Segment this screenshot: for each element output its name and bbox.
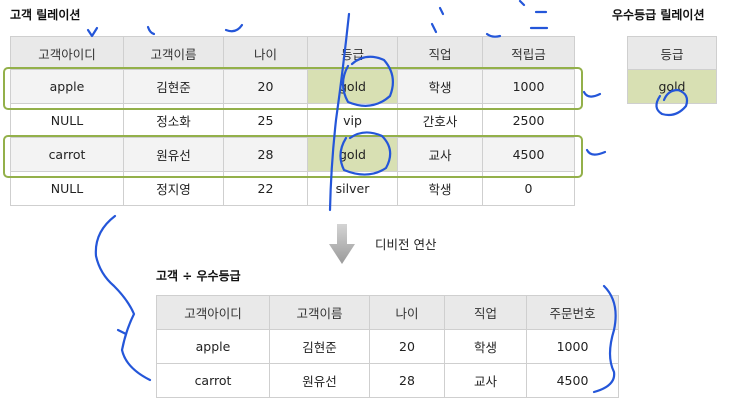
table-cell: 2500	[482, 103, 575, 138]
table-cell: 1000	[482, 69, 575, 104]
table-cell: 원유선	[123, 137, 224, 172]
grade-cell-highlighted: gold	[307, 69, 398, 104]
table-row: apple 김현준 20 gold 학생 1000	[10, 69, 575, 104]
column-header: 고객이름	[123, 36, 224, 70]
table-cell: 1000	[526, 329, 619, 364]
table-cell: 0	[482, 171, 575, 206]
table-cell: 학생	[444, 329, 527, 364]
table-cell: 원유선	[269, 363, 370, 398]
table-row: carrot 원유선 28 교사 4500	[156, 363, 619, 398]
table-cell: 22	[223, 171, 308, 206]
table-cell: 김현준	[123, 69, 224, 104]
column-header: 고객이름	[269, 295, 370, 330]
table-cell: 28	[369, 363, 445, 398]
table-cell: 25	[223, 103, 308, 138]
table-row: NULL 정소화 25 vip 간호사 2500	[10, 103, 575, 138]
table-cell: 정소화	[123, 103, 224, 138]
table-cell: 4500	[482, 137, 575, 172]
premium-relation-title: 우수등급 릴레이션	[612, 8, 705, 22]
column-header: 등급	[627, 36, 717, 70]
table-cell: 교사	[397, 137, 483, 172]
column-header: 나이	[369, 295, 445, 330]
table-cell: 간호사	[397, 103, 483, 138]
table-cell: silver	[307, 171, 398, 206]
column-header: 주문번호	[526, 295, 619, 330]
table-cell: 28	[223, 137, 308, 172]
table-cell: carrot	[156, 363, 270, 398]
column-header: 등급	[307, 36, 398, 70]
table-cell: NULL	[10, 103, 124, 138]
customer-relation-title: 고객 릴레이션	[10, 8, 81, 22]
table-cell: 20	[223, 69, 308, 104]
table-cell: 학생	[397, 171, 483, 206]
grade-cell-highlighted: gold	[627, 69, 717, 104]
column-header: 고객아이디	[10, 36, 124, 70]
table-cell: 학생	[397, 69, 483, 104]
table-cell: 20	[369, 329, 445, 364]
operation-label: 디비전 연산	[375, 237, 437, 252]
table-cell: apple	[156, 329, 270, 364]
column-header: 고객아이디	[156, 295, 270, 330]
premium-relation-table: 등급 gold	[627, 36, 717, 104]
table-cell: 정지영	[123, 171, 224, 206]
table-cell: 교사	[444, 363, 527, 398]
column-header: 적립금	[482, 36, 575, 70]
down-arrow-icon	[329, 224, 355, 264]
result-relation-title: 고객 ÷ 우수등급	[156, 269, 241, 283]
table-cell: NULL	[10, 171, 124, 206]
table-cell: vip	[307, 103, 398, 138]
table-cell: carrot	[10, 137, 124, 172]
customer-relation-table: 고객아이디 고객이름 나이 등급 직업 적립금 apple 김현준 20 gol…	[10, 36, 575, 206]
grade-cell-highlighted: gold	[307, 137, 398, 172]
table-row: apple 김현준 20 학생 1000	[156, 329, 619, 364]
table-cell: apple	[10, 69, 124, 104]
column-header: 직업	[444, 295, 527, 330]
column-header: 직업	[397, 36, 483, 70]
result-relation-table: 고객아이디 고객이름 나이 직업 주문번호 apple 김현준 20 학생 10…	[156, 295, 619, 398]
table-row: NULL 정지영 22 silver 학생 0	[10, 171, 575, 206]
result-header-row: 고객아이디 고객이름 나이 직업 주문번호	[156, 295, 619, 330]
table-row: carrot 원유선 28 gold 교사 4500	[10, 137, 575, 172]
column-header: 나이	[223, 36, 308, 70]
table-cell: 4500	[526, 363, 619, 398]
table-cell: 김현준	[269, 329, 370, 364]
customer-header-row: 고객아이디 고객이름 나이 등급 직업 적립금	[10, 36, 575, 70]
